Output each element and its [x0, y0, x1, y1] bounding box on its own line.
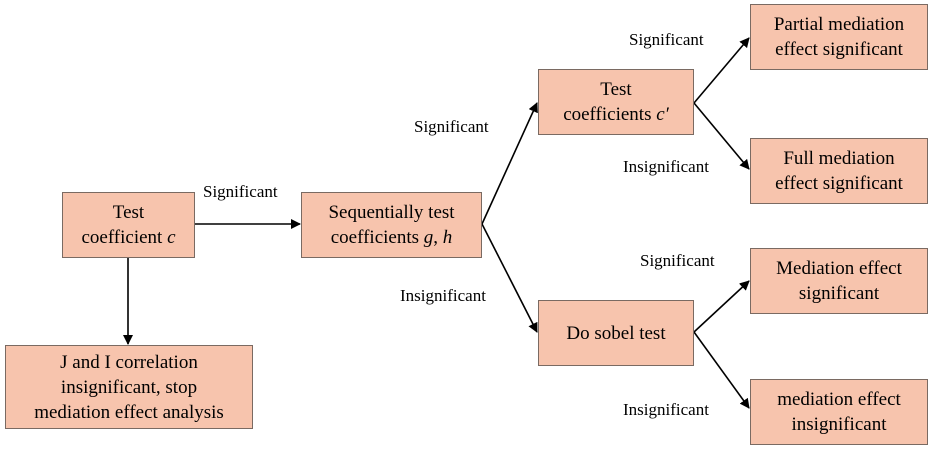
variable-g: g — [423, 227, 434, 248]
node-line: insignificant, stop — [60, 376, 198, 398]
node-line: effect significant — [775, 39, 903, 60]
sobel-test-box: Do sobel test — [538, 300, 694, 366]
mediation-significant-box: Mediation effect significant — [750, 248, 928, 314]
edge-label-significant: Significant — [640, 251, 715, 270]
sequential-test-box: Sequentially test coefficients g, h — [301, 192, 482, 258]
arrow-sobel-to-significant — [693, 280, 750, 333]
variable-c: c — [167, 227, 176, 248]
edge-label-insignificant: Insignificant — [623, 157, 709, 176]
edge-label-significant: Significant — [629, 30, 704, 49]
node-line: Do sobel test — [566, 322, 666, 344]
full-mediation-box: Full mediation effect significant — [750, 138, 928, 204]
edge-label-significant: Significant — [414, 117, 489, 136]
node-line: effect significant — [775, 173, 903, 194]
node-line: Test — [112, 202, 145, 223]
node-line: Sequentially test — [328, 202, 455, 223]
variable-cprime: c′ — [656, 104, 669, 125]
partial-mediation-box: Partial mediation effect significant — [750, 4, 928, 70]
stop-analysis-box: J and I correlation insignificant, stop … — [5, 345, 253, 429]
node-line: J and I correlation — [60, 351, 198, 373]
separator: , — [433, 227, 443, 248]
arrow-cprime-to-full — [693, 102, 750, 170]
node-line: insignificant — [791, 414, 887, 435]
node-line: mediation effect — [777, 389, 901, 410]
edge-label-insignificant: Insignificant — [623, 400, 709, 419]
node-line: mediation effect analysis — [34, 401, 224, 423]
mediation-insignificant-box: mediation effect insignificant — [750, 379, 928, 445]
node-text: coefficients — [330, 227, 424, 248]
node-line: Full mediation — [783, 148, 895, 169]
node-line: coefficient c — [81, 225, 175, 250]
arrow-sequential-to-sobel — [481, 223, 538, 333]
test-coefficient-cprime-box: Test coefficients c′ — [538, 69, 694, 135]
node-line: Partial mediation — [773, 14, 905, 35]
node-text: coefficient — [81, 227, 168, 248]
node-line: coefficients g, h — [328, 225, 454, 250]
edge-label-insignificant: Insignificant — [400, 286, 486, 305]
node-line: Test — [600, 79, 632, 100]
edge-label-significant: Significant — [203, 182, 278, 201]
variable-h: h — [442, 227, 453, 248]
node-line: Mediation effect — [776, 258, 902, 279]
node-text: coefficients — [563, 104, 657, 125]
test-coefficient-c-box: Test coefficient c — [62, 192, 195, 258]
node-line: coefficients c′ — [563, 102, 669, 127]
arrow-sequential-to-cprime — [481, 102, 538, 225]
arrow-cprime-to-partial — [693, 37, 750, 104]
arrow-sobel-to-insignificant — [693, 331, 750, 409]
node-line: significant — [798, 283, 880, 304]
